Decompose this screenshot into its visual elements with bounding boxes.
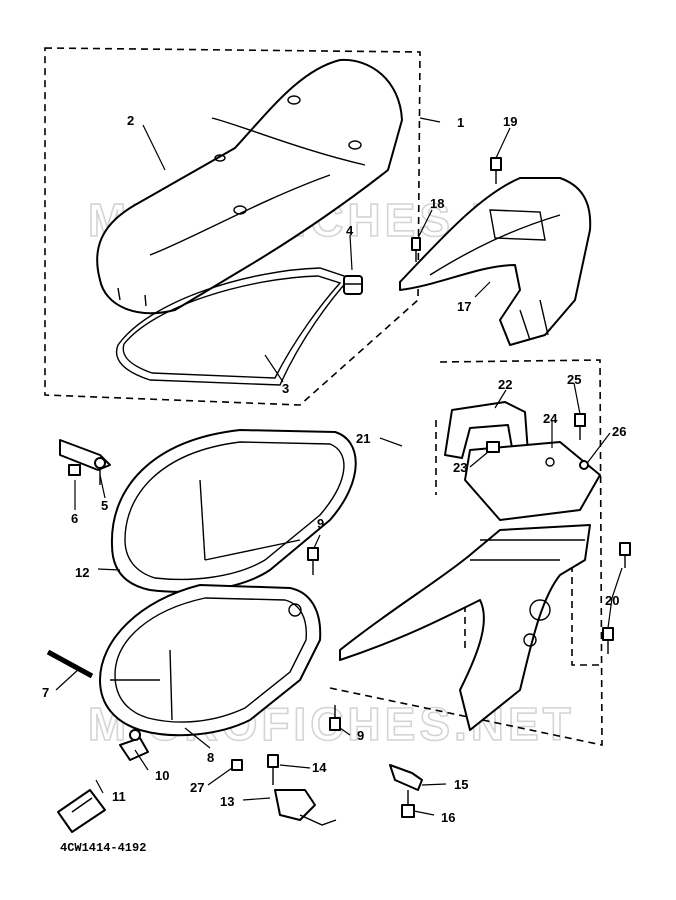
bolt-23 <box>486 441 500 453</box>
callout-25: 25 <box>567 372 581 387</box>
seat-assembly-boundary <box>44 47 421 406</box>
callout-16: 16 <box>441 810 455 825</box>
callout-10: 10 <box>155 768 169 783</box>
bolt-25 <box>574 413 586 440</box>
rear-bracket <box>339 524 591 731</box>
callout-14: 14 <box>312 760 327 775</box>
callout-11: 11 <box>112 789 126 804</box>
lock-plate <box>57 789 106 833</box>
carrier-plate <box>464 441 601 521</box>
washer-16 <box>401 790 415 818</box>
callout-7: 7 <box>42 685 49 700</box>
callout-23: 23 <box>453 460 467 475</box>
callout-26: 26 <box>612 424 626 439</box>
callout-15: 15 <box>454 777 468 792</box>
callout-21: 21 <box>356 431 370 446</box>
bolt-15 <box>389 764 423 791</box>
callout-9-upper: 9 <box>317 516 324 531</box>
callout-27: 27 <box>190 780 204 795</box>
leader-lines <box>55 117 623 816</box>
storage-box <box>110 429 357 593</box>
bolt-9-lower <box>329 705 341 731</box>
callout-17: 17 <box>457 299 471 314</box>
seat-lock <box>119 729 149 761</box>
bolt-20-upper <box>619 542 631 568</box>
callout-9-lower: 9 <box>357 728 364 743</box>
callout-12: 12 <box>75 565 89 580</box>
callout-5: 5 <box>101 498 108 513</box>
callout-24: 24 <box>543 411 558 426</box>
callout-3: 3 <box>282 381 289 396</box>
hinge-bracket <box>59 439 111 485</box>
callout-20: 20 <box>605 593 619 608</box>
callout-18: 18 <box>430 196 444 211</box>
diagram-code: 4CW1414-4192 <box>60 841 146 855</box>
tail-cover <box>399 177 592 346</box>
washer-26 <box>579 460 589 470</box>
callout-2: 2 <box>127 113 134 128</box>
callout-6: 6 <box>71 511 78 526</box>
callout-13: 13 <box>220 794 234 809</box>
carrier-assembly-boundary <box>329 359 603 746</box>
switch-assembly <box>274 789 337 826</box>
damper-pad <box>343 275 363 295</box>
bolt-19 <box>490 157 502 184</box>
bolt-9-upper <box>307 547 319 575</box>
callout-22: 22 <box>498 377 512 392</box>
callout-19: 19 <box>503 114 517 129</box>
seat-gasket <box>115 267 352 386</box>
hinge-rod <box>46 649 94 679</box>
clip-27 <box>231 759 243 771</box>
bolt-20-lower <box>602 627 614 654</box>
callout-8: 8 <box>207 750 214 765</box>
callout-4: 4 <box>346 223 354 238</box>
lower-box <box>99 584 322 737</box>
bolt-14 <box>267 754 279 785</box>
bolt-18 <box>411 237 421 262</box>
seat-gasket-inner <box>122 275 342 379</box>
callout-1: 1 <box>457 115 464 130</box>
